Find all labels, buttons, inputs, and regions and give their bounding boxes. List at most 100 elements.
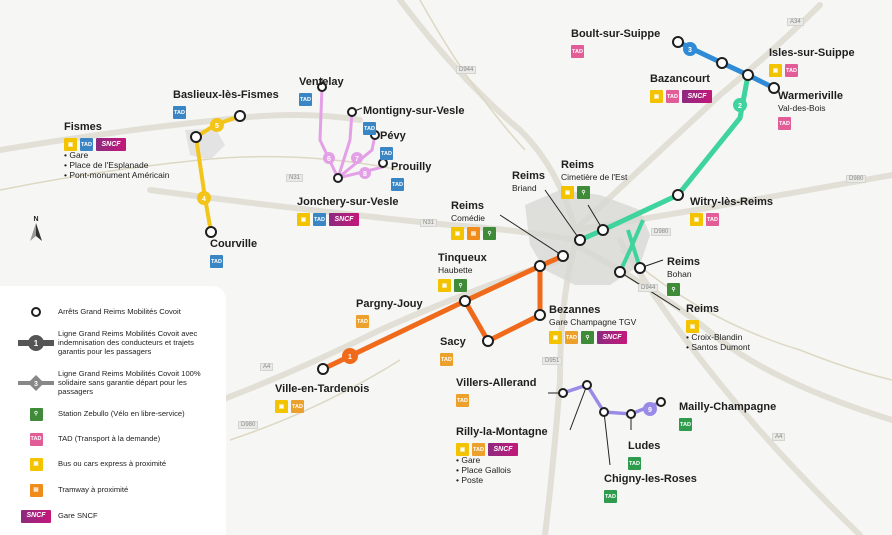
line-2-bohan-branch[interactable] [618, 219, 645, 273]
tad-icon: TAD [706, 213, 719, 227]
fismes-stop-1: • Gare [64, 150, 89, 161]
line-8-marker: 8 [363, 171, 367, 178]
stop-reims-comedie [557, 250, 569, 262]
stop-reims-cimetiere [597, 224, 609, 236]
tad-icon: TAD [210, 255, 223, 269]
sncf-icon: SNCF [682, 90, 712, 104]
tad-icon: TAD [29, 433, 43, 446]
label-reims-cimetiere[interactable]: Reims Cimetière de l'Est ▣⚲ [561, 155, 627, 200]
stop-villers [558, 388, 568, 398]
bus-icon: ▣ [297, 213, 310, 227]
stop-witry [672, 189, 684, 201]
line-9-marker: 9 [648, 407, 652, 414]
label-pevy[interactable]: Pévy TAD [380, 126, 406, 161]
croix-stop-1: • Croix-Blandin [686, 332, 743, 343]
tad-icon: TAD [565, 331, 578, 345]
legend-stops: Arrêts Grand Reims Mobilités Covoit [14, 306, 218, 318]
bike-icon: ⚲ [667, 283, 680, 297]
tad-icon: TAD [785, 64, 798, 78]
line-3[interactable] [675, 39, 777, 91]
bike-icon: ⚲ [581, 331, 594, 345]
line-2-bohan-branch-b[interactable] [626, 229, 642, 269]
label-reims-bohan[interactable]: Reims Bohan ⚲ [667, 252, 700, 297]
rilly-stop-3: • Poste [456, 474, 484, 485]
legend-line-guaranteed: 1 Ligne Grand Reims Mobilités Covoit ave… [14, 329, 218, 357]
line-guaranteed-icon: 1 [18, 335, 54, 352]
label-baslieux[interactable]: Baslieux-lès-Fismes TAD [173, 85, 279, 120]
label-sacy[interactable]: Sacy TAD [440, 332, 466, 367]
tad-icon: TAD [313, 213, 326, 227]
label-ventelay[interactable]: Ventelay TAD [299, 72, 344, 107]
line-1-marker: 1 [348, 354, 352, 361]
line-7-marker: 7 [355, 156, 359, 163]
stop-rilly [582, 380, 592, 390]
label-prouilly[interactable]: Prouilly TAD [391, 157, 431, 192]
road-d944: D944 [456, 66, 477, 74]
bus-icon: ▣ [650, 90, 663, 104]
label-villers[interactable]: Villers-Allerand TAD [456, 373, 537, 408]
stop-courville [205, 226, 217, 238]
tad-icon: TAD [173, 106, 186, 120]
road-n31-center: N31 [420, 219, 438, 227]
line-1-sacy-branch[interactable] [462, 266, 543, 344]
label-reims-croix[interactable]: Reims ▣ • Croix-Blandin • Santos Dumont [686, 303, 750, 353]
stop-ville [317, 363, 329, 375]
label-ludes[interactable]: Ludes TAD [628, 436, 660, 471]
label-ville[interactable]: Ville-en-Tardenois ▣TAD [275, 379, 369, 414]
bike-icon: ⚲ [577, 186, 590, 200]
north-letter: N [33, 216, 39, 223]
label-reims-comedie[interactable]: Reims Comédie ▣▤⚲ [451, 196, 496, 241]
label-chigny[interactable]: Chigny-les-Roses TAD [604, 469, 697, 504]
bus-icon: ▣ [686, 320, 699, 334]
legend-tram: ▤ Tramway à proximité [14, 484, 218, 497]
line-markers: 1 2 3 4 5 6 7 8 9 [197, 42, 747, 416]
sncf-icon: SNCF [597, 331, 627, 345]
bus-icon: ▣ [29, 458, 43, 471]
label-boult[interactable]: Boult-sur-Suippe TAD [571, 24, 660, 59]
tad-icon: TAD [363, 122, 376, 136]
line-4-marker: 4 [202, 196, 206, 203]
stop-reims-briand [574, 234, 586, 246]
label-reims-briand[interactable]: Reims Briand [512, 170, 546, 194]
legend-zebullo: ⚲ Station Zebullo (Vélo en libre-service… [14, 408, 218, 421]
legend-tad: TAD TAD (Transport à la demande) [14, 433, 218, 446]
stop-reims-croix [614, 266, 626, 278]
label-montigny[interactable]: Montigny-sur-Vesle TAD [363, 101, 464, 136]
road-a4-west: A4 [260, 363, 274, 371]
label-courville[interactable]: Courville TAD [210, 234, 257, 269]
bus-icon: ▣ [456, 443, 469, 457]
rilly-stop-1: • Gare [456, 455, 481, 466]
label-witry[interactable]: Witry-lès-Reims ▣TAD [690, 192, 773, 227]
north-arrow-icon [30, 223, 42, 241]
tad-icon: TAD [679, 418, 692, 432]
line-5-marker: 5 [215, 123, 219, 130]
north-arrow: N [30, 216, 42, 243]
tad-icon: TAD [472, 443, 485, 457]
label-warmeriville[interactable]: Warmeriville Val-des-Bois TAD [778, 86, 843, 131]
line-solidary-icon: 3 [18, 375, 54, 392]
tad-icon: TAD [380, 147, 393, 161]
background-roads-thin [0, 0, 892, 441]
label-isles[interactable]: Isles-sur-Suippe ▣TAD [769, 43, 855, 78]
stop-boult [672, 36, 684, 48]
label-pargny[interactable]: Pargny-Jouy TAD [356, 294, 423, 329]
stop-tinqueux [534, 260, 546, 272]
label-mailly[interactable]: Mailly-Champagne TAD [679, 397, 776, 432]
stop-reims-bohan [634, 262, 646, 274]
stop-mailly [656, 397, 666, 407]
tad-icon: TAD [778, 117, 791, 131]
label-bezannes[interactable]: Bezannes Gare Champagne TGV ▣TAD⚲SNCF [549, 300, 636, 345]
bike-icon: ⚲ [29, 408, 43, 421]
tad-icon: TAD [356, 315, 369, 329]
croix-stop-2: • Santos Dumont [686, 342, 750, 353]
line-1[interactable] [320, 253, 566, 372]
label-tinqueux[interactable]: Tinqueux Haubette ▣⚲ [438, 248, 487, 293]
sncf-icon: SNCF [21, 510, 51, 523]
road-d980-east: D980 [846, 175, 867, 183]
stop-bazancourt [716, 57, 728, 69]
legend-sncf: SNCF Gare SNCF [14, 510, 218, 523]
